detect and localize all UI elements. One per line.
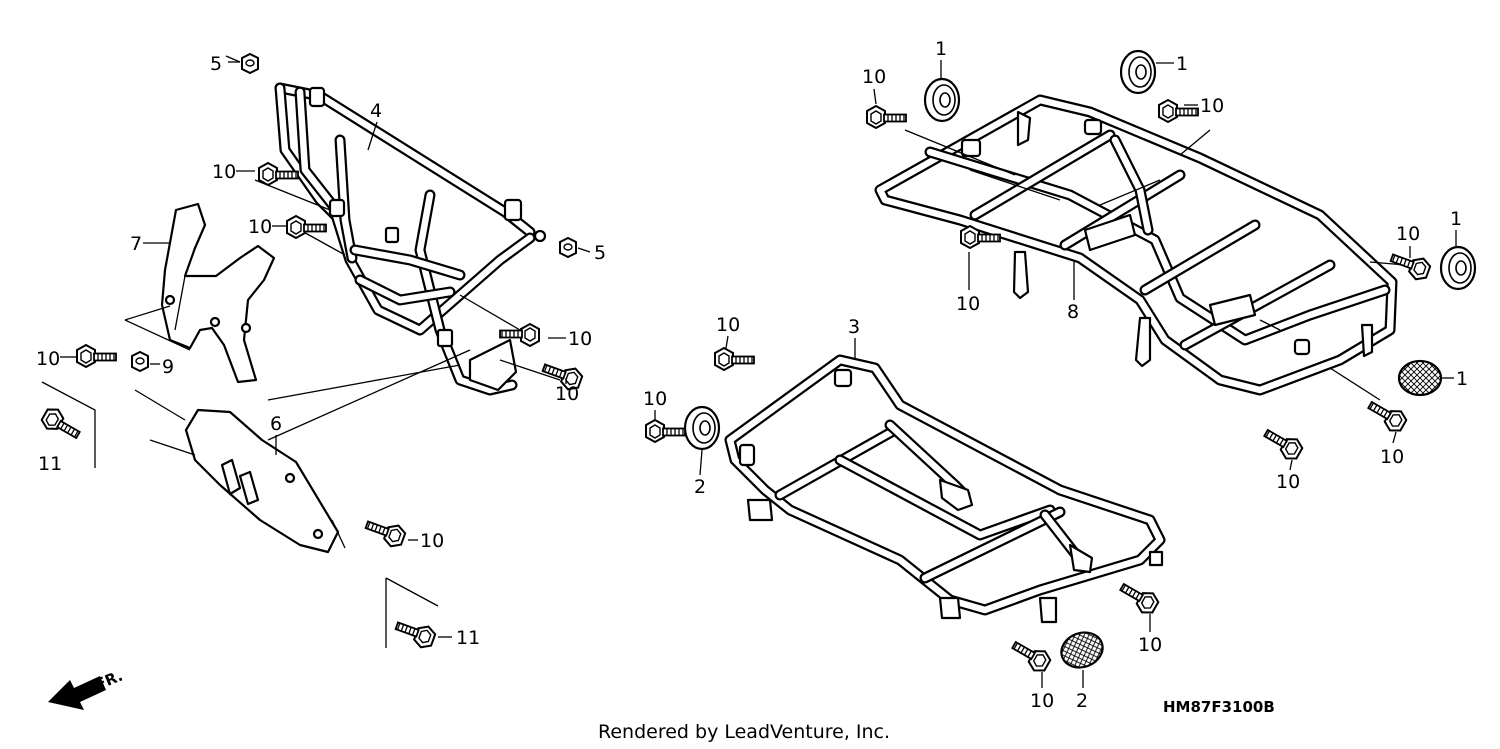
svg-text:10: 10 — [1276, 471, 1300, 493]
callout-10j: 10 — [1396, 223, 1420, 258]
callout-10o: 10 — [1138, 614, 1162, 656]
front-carrier-3 — [724, 354, 1166, 624]
rear-carrier-8 — [874, 94, 1398, 396]
svg-text:10: 10 — [956, 293, 980, 315]
svg-text:11: 11 — [456, 627, 480, 649]
callout-9: 9 — [150, 356, 174, 378]
svg-text:10: 10 — [1138, 634, 1162, 656]
callout-6: 6 — [270, 413, 282, 455]
svg-text:3: 3 — [848, 316, 860, 338]
svg-text:10: 10 — [862, 66, 886, 88]
front-bumper — [274, 82, 547, 396]
svg-text:6: 6 — [270, 413, 282, 435]
svg-text:7: 7 — [130, 233, 142, 255]
callout-10b: 10 — [248, 216, 286, 238]
credit-text: Rendered by LeadVenture, Inc. — [598, 721, 890, 743]
callout-1a: 1 — [935, 38, 947, 80]
svg-text:10: 10 — [568, 328, 592, 350]
callout-10i: 10 — [956, 252, 980, 315]
svg-text:10: 10 — [36, 348, 60, 370]
front-direction-indicator: FR. — [48, 667, 125, 710]
leader-lines-right — [904, 129, 1406, 401]
svg-text:10: 10 — [1200, 95, 1224, 117]
callout-5b: 5 — [594, 242, 606, 264]
svg-text:10: 10 — [555, 383, 579, 405]
svg-text:1: 1 — [1456, 368, 1468, 390]
callout-10p: 10 — [1030, 672, 1054, 712]
callout-10f: 10 — [408, 530, 444, 552]
callout-2b: 2 — [1076, 670, 1088, 712]
callout-1c: 1 — [1450, 208, 1462, 246]
svg-text:2: 2 — [694, 476, 706, 498]
callout-10d: 10 — [555, 378, 579, 405]
svg-text:10: 10 — [248, 216, 272, 238]
svg-text:10: 10 — [212, 161, 236, 183]
callout-4: 4 — [367, 100, 382, 151]
callout-10e: 10 — [36, 348, 76, 370]
svg-text:10: 10 — [643, 388, 667, 410]
callout-3: 3 — [848, 316, 860, 360]
bracket-7 — [160, 202, 276, 384]
callout-2a: 2 — [694, 449, 706, 498]
callout-10k: 10 — [716, 314, 740, 349]
svg-text:1: 1 — [935, 38, 947, 60]
svg-text:10: 10 — [1396, 223, 1420, 245]
callout-10l: 10 — [643, 388, 667, 420]
callout-10c: 10 — [548, 328, 592, 350]
callout-5a: 5 — [210, 53, 240, 75]
callout-11a: 11 — [38, 453, 62, 475]
svg-text:5: 5 — [210, 53, 222, 75]
svg-text:1: 1 — [1450, 208, 1462, 230]
svg-text:FR.: FR. — [93, 667, 126, 694]
svg-text:10: 10 — [1030, 690, 1054, 712]
callout-1b: 1 — [1156, 53, 1188, 75]
callout-11b: 11 — [438, 627, 480, 649]
callout-10h: 10 — [1184, 95, 1224, 117]
front-arrow-icon — [48, 676, 106, 710]
svg-text:1: 1 — [1176, 53, 1188, 75]
callout-7: 7 — [130, 233, 170, 255]
svg-text:8: 8 — [1067, 301, 1079, 323]
callouts: 5 4 10 10 7 5 10 10 9 10 11 6 10 11 1 10… — [36, 38, 1468, 712]
skid-plate-6 — [184, 408, 340, 554]
callout-8: 8 — [1067, 262, 1079, 323]
callout-10g: 10 — [862, 66, 886, 105]
svg-text:10: 10 — [420, 530, 444, 552]
svg-text:11: 11 — [38, 453, 62, 475]
callout-1d: 1 — [1442, 368, 1468, 390]
svg-text:5: 5 — [594, 242, 606, 264]
svg-text:2: 2 — [1076, 690, 1088, 712]
svg-text:10: 10 — [1380, 446, 1404, 468]
callout-10m: 10 — [1380, 431, 1404, 468]
svg-text:10: 10 — [716, 314, 740, 336]
svg-text:4: 4 — [370, 100, 382, 122]
diagram-code: HM87F3100B — [1163, 698, 1275, 716]
leader-lines-left — [41, 55, 591, 648]
callout-10n: 10 — [1276, 459, 1300, 493]
svg-text:9: 9 — [162, 356, 174, 378]
callout-10a: 10 — [212, 161, 255, 183]
